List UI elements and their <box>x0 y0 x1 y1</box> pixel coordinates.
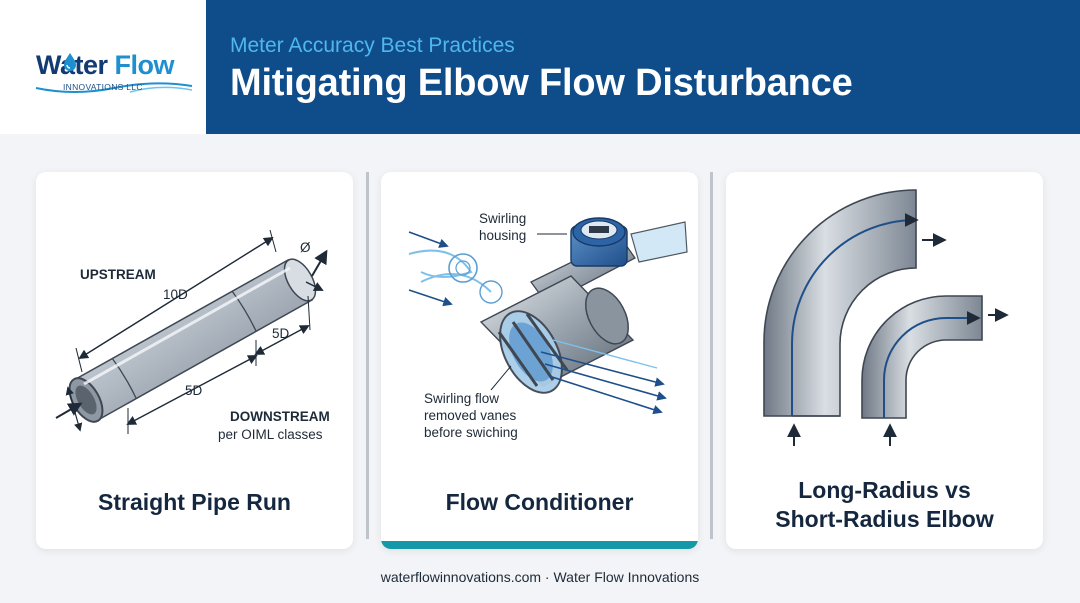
card-title-straight-pipe-run: Straight Pipe Run <box>98 489 291 515</box>
logo-area: Water Flow INNOVATIONS LLC <box>0 0 206 134</box>
card-title-elbow-comparison: Long-Radius vs Short-Radius Elbow <box>726 476 1043 534</box>
downstream-label: DOWNSTREAM <box>230 409 330 424</box>
card-accent-bar <box>381 541 698 549</box>
footer-credit: waterflowinnovations.com · Water Flow In… <box>380 569 700 585</box>
ten-d-label: 10D <box>163 287 188 302</box>
oiml-note: per OIML classes <box>218 427 323 442</box>
elbow-illustration <box>763 189 1009 446</box>
page-title: Mitigating Elbow Flow Disturbance <box>230 62 853 104</box>
card-title-flow-conditioner: Flow Conditioner <box>445 489 634 515</box>
flow-label-line3: before swiching <box>424 425 518 440</box>
brand-name-flow: Flow <box>114 50 175 80</box>
card-elbow-comparison: Long-Radius vs Short-Radius Elbow <box>726 172 1043 549</box>
header-eyebrow: Meter Accuracy Best Practices <box>230 34 515 57</box>
flow-label-line2: removed vanes <box>424 408 517 423</box>
card-straight-pipe-run: UPSTREAM 10D Ø 5D 5D DOWNSTREAM per OIML… <box>36 172 353 549</box>
header-banner: Meter Accuracy Best Practices Mitigating… <box>206 0 1080 134</box>
five-d-bottom-label: 5D <box>185 383 203 398</box>
diameter-label: Ø <box>300 240 311 255</box>
card-divider <box>710 172 713 539</box>
five-d-top-label: 5D <box>272 326 290 341</box>
card-title-line1: Long-Radius vs <box>798 477 971 503</box>
straight-pipe-illustration <box>55 229 328 434</box>
water-drop-icon <box>64 53 76 71</box>
card-title-line2: Short-Radius Elbow <box>775 506 994 532</box>
wave-icon <box>35 82 193 93</box>
upstream-label: UPSTREAM <box>80 267 156 282</box>
brand-subtitle: INNOVATIONS LLC <box>63 82 143 92</box>
flow-conditioner-illustration <box>408 217 688 415</box>
brand-logo[interactable]: Water Flow <box>36 50 175 81</box>
card-flow-conditioner: Swirling housing Swirling flow removed v… <box>381 172 698 549</box>
flow-label-line1: Swirling flow <box>424 391 500 406</box>
housing-label-line1: Swirling <box>479 211 527 226</box>
card-divider <box>366 172 369 539</box>
housing-label-line2: housing <box>479 228 527 243</box>
